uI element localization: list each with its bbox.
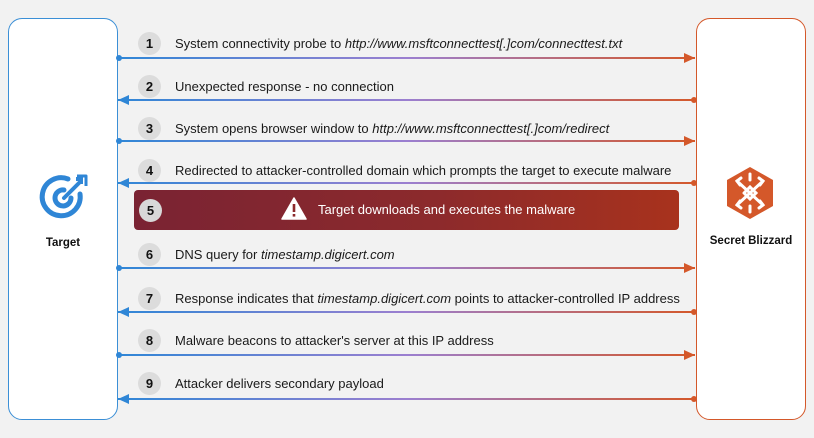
step-number-7: 7: [138, 286, 161, 310]
target-panel: [8, 18, 118, 420]
step-text-9: Attacker delivers secondary payload: [175, 375, 384, 391]
arrow-step-7: [118, 307, 697, 317]
step-number-1: 1: [138, 31, 161, 55]
step-6: 6 DNS query for timestamp.digicert.com: [138, 242, 395, 266]
step-number-2: 2: [138, 74, 161, 98]
arrow-step-6: [116, 263, 695, 273]
arrow-step-1: [116, 53, 695, 63]
step-4: 4 Redirected to attacker-controlled domai…: [138, 158, 671, 182]
step-text-7: Response indicates that timestamp.digice…: [175, 290, 680, 306]
step-number-9: 9: [138, 371, 161, 395]
warning-icon: [281, 197, 307, 220]
step-text-4: Redirected to attacker-controlled domain…: [175, 162, 672, 178]
step-5-banner: 5 Target downloads and executes the malw…: [134, 190, 679, 230]
arrow-step-9: [118, 394, 697, 404]
arrow-step-8: [116, 350, 695, 360]
step-1: 1 System connectivity probe to http://www…: [138, 31, 622, 55]
arrow-step-2: [118, 95, 697, 105]
target-label: Target: [45, 237, 81, 249]
step-text-3: System opens browser window to http://ww…: [175, 120, 610, 136]
step-2: 2 Unexpected response - no connection: [138, 74, 394, 98]
target-icon: [39, 174, 88, 219]
arrow-step-3: [116, 136, 695, 146]
step-8: 8 Malware beacons to attacker's server at…: [138, 328, 494, 352]
step-3: 3 System opens browser window to http://w…: [138, 116, 609, 140]
step-text-1: System connectivity probe to http://www.…: [175, 35, 623, 51]
step-text-8: Malware beacons to attacker's server at …: [175, 332, 494, 348]
arrow-step-4: [118, 178, 697, 188]
step-number-8: 8: [138, 328, 161, 352]
snowflake-icon: [727, 167, 773, 219]
step-number-3: 3: [138, 116, 161, 140]
banner-text: Target downloads and executes the malwar…: [318, 202, 576, 217]
step-7: 7 Response indicates that timestamp.digic…: [138, 286, 680, 310]
step-text-2: Unexpected response - no connection: [175, 78, 394, 94]
step-text-6: DNS query for timestamp.digicert.com: [175, 246, 395, 262]
secret-blizzard-panel: [696, 18, 806, 420]
step-number-6: 6: [138, 242, 161, 266]
step-number-4: 4: [138, 158, 161, 182]
step-9: 9 Attacker delivers secondary payload: [138, 371, 384, 395]
secret-blizzard-label: Secret Blizzard: [709, 235, 793, 247]
step-number-5: 5: [139, 199, 162, 222]
